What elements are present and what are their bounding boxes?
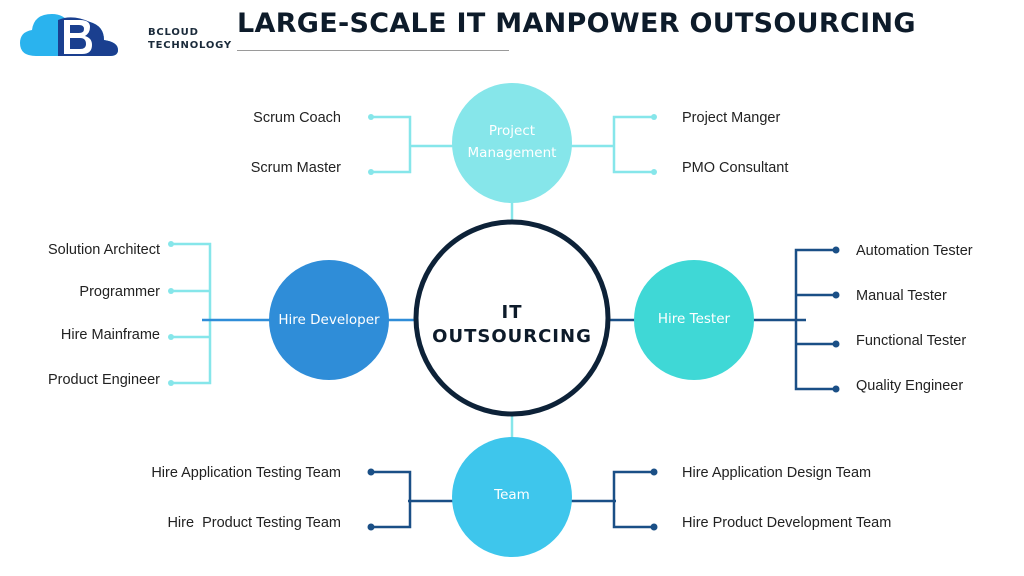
team-label: Team [494, 487, 530, 503]
pm-dot [651, 169, 657, 175]
leaf-programmer: Programmer [79, 284, 160, 300]
leaf-hire-mainframe: Hire Mainframe [60, 327, 160, 343]
hire-tester-circle [634, 260, 754, 380]
pm-dot [368, 169, 374, 175]
logo: BCLOUD TECHNOLOGY [18, 6, 231, 58]
tester-dot [832, 291, 840, 299]
team-circle [452, 437, 572, 557]
tester-bracket [794, 248, 836, 391]
team-dot [367, 468, 375, 476]
logo-line-2: TECHNOLOGY [148, 40, 232, 51]
leaf-solution-architect: Solution Architect [47, 242, 160, 258]
center-label: IT OUTSOURCING [422, 301, 602, 349]
pm-dot [368, 114, 374, 120]
team-dot [650, 468, 658, 476]
tester-dot [832, 246, 840, 254]
leaf-manual-tester: Manual Tester [856, 288, 947, 304]
title-underline [237, 50, 509, 51]
developer-dot [168, 241, 174, 247]
logo-text: BCLOUD TECHNOLOGY [148, 26, 232, 52]
leaf-automation-tester: Automation Tester [856, 243, 973, 259]
developer-dot [168, 334, 174, 340]
tester-dot [832, 385, 840, 393]
project-management-circle [452, 83, 572, 203]
developer-dot [168, 288, 174, 294]
hire-tester-label: Hire Tester [657, 311, 731, 327]
developer-bracket [172, 242, 212, 385]
project-management-label-line-2: Management [467, 145, 557, 161]
pm-dot [651, 114, 657, 120]
cloud-logo-icon [20, 14, 118, 56]
developer-dot [168, 380, 174, 386]
logo-line-1: BCLOUD [148, 27, 199, 38]
project-management-label: Project Management [452, 120, 572, 164]
leaf-hire-application-design-team: Hire Application Design Team [682, 465, 872, 481]
leaf-functional-tester: Functional Tester [856, 333, 967, 349]
leaf-hire-product-development-team: Hire Product Development Team [682, 515, 892, 531]
leaf-pmo-consultant: PMO Consultant [682, 160, 789, 176]
team-dot [650, 523, 658, 531]
center-label-line-2: OUTSOURCING [432, 326, 592, 347]
leaf-scrum-coach: Scrum Coach [253, 110, 341, 126]
pm-connectors [372, 115, 654, 174]
hire-developer-label: Hire Developer [278, 312, 380, 328]
hire-developer-circle [269, 260, 389, 380]
leaf-project-manger: Project Manger [682, 110, 781, 126]
leaf-hire-product-testing-team: Hire Product Testing Team [167, 515, 341, 531]
team-connectors [372, 470, 654, 529]
team-dot [367, 523, 375, 531]
tester-dot [832, 340, 840, 348]
leaf-quality-engineer: Quality Engineer [856, 378, 964, 394]
it-outsourcing-circle [413, 219, 611, 417]
leaf-product-engineer: Product Engineer [47, 372, 160, 388]
project-management-label-line-1: Project [488, 123, 536, 139]
center-label-line-1: IT [501, 302, 523, 323]
leaf-scrum-master: Scrum Master [250, 160, 341, 176]
page-title: LARGE-SCALE IT MANPOWER OUTSOURCING [237, 8, 916, 39]
leaf-hire-application-testing-team: Hire Application Testing Team [151, 465, 341, 481]
